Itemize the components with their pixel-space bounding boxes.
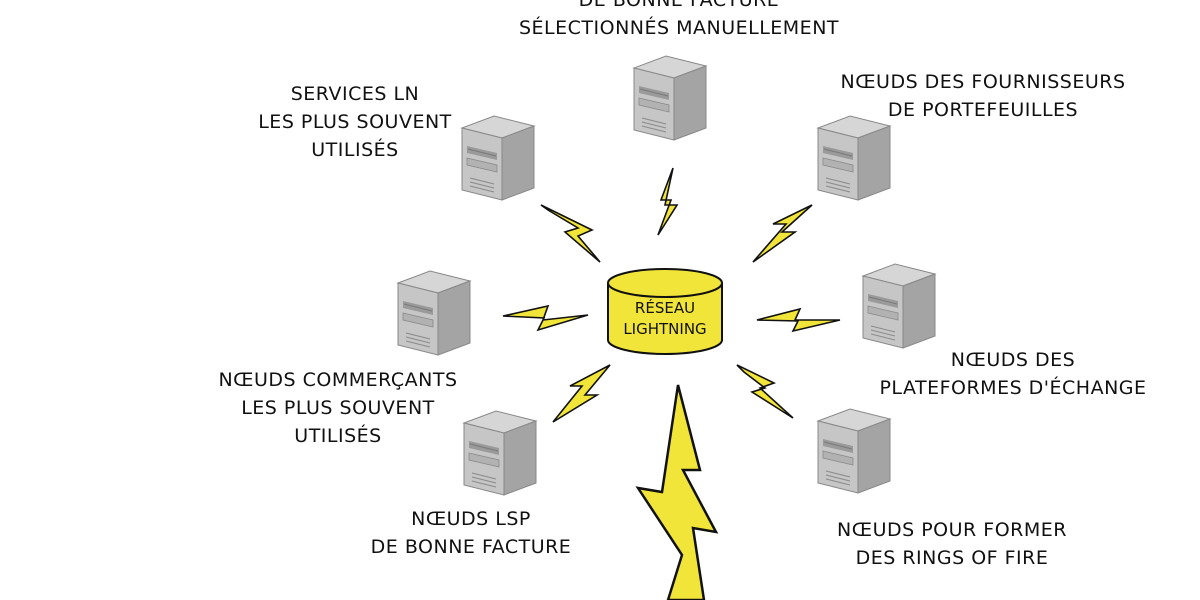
node-label-line: LES PLUS SOUVENT [258,111,452,133]
lightning-bolt-icon-services [540,204,601,263]
lightning-bolt-icon-exchanges [756,307,841,333]
node-label-line: PLATEFORMES D'ÉCHANGE [879,377,1147,399]
node-label-rings: NŒUDS POUR FORMER DES RINGS OF FIRE [837,516,1067,572]
server-icon-merchants [397,270,471,356]
node-label-line: NŒUDS COMMERÇANTS [218,369,458,391]
lightning-bolt-icon-rings [736,364,794,419]
center-label-line: RÉSEAU [634,299,696,317]
center-label: RÉSEAU LIGHTNING [623,298,706,340]
node-label-services: SERVICES LN LES PLUS SOUVENT UTILISÉS [258,80,452,164]
lightning-bolt-icon-wallets [752,204,813,263]
server-icon-lsp [463,410,537,496]
server-icon-wallets [817,115,891,201]
node-label-lsp: NŒUDS LSP DE BONNE FACTURE [371,505,572,561]
lightning-network-cylinder [607,268,723,355]
server-icon-services [461,115,535,201]
node-label-wallets: NŒUDS DES FOURNISSEURS DE PORTEFEUILLES [840,68,1125,124]
node-label-line: NŒUDS POUR FORMER [837,519,1067,541]
node-label-line: DES RINGS OF FIRE [855,547,1049,569]
lightning-bolt-icon-top [657,167,679,236]
node-label-line: SÉLECTIONNÉS MANUELLEMENT [518,17,840,39]
node-label-top: DE BONNE FACTURE SÉLECTIONNÉS MANUELLEME… [519,0,839,42]
node-label-line: NŒUDS DES FOURNISSEURS [840,71,1126,93]
large-lightning-bolt-icon [635,384,719,600]
lightning-bolt-icon-merchants [502,304,589,332]
node-label-line: NŒUDS DES [950,349,1076,371]
server-icon-rings [817,408,891,494]
center-label-line: LIGHTNING [623,320,707,338]
node-label-exchanges: NŒUDS DES PLATEFORMES D'ÉCHANGE [879,346,1146,402]
node-label-line: DE BONNE FACTURE [370,536,572,558]
node-label-line: UTILISÉS [311,139,399,161]
lightning-bolt-icon-lsp [552,364,611,423]
node-label-line: LES PLUS SOUVENT [241,397,435,419]
node-label-merchants: NŒUDS COMMERÇANTS LES PLUS SOUVENT UTILI… [218,366,457,450]
node-label-line: SERVICES LN [290,83,420,105]
server-icon-exchanges [862,263,936,349]
node-label-line: NŒUDS LSP [411,508,531,530]
node-label-line: DE BONNE FACTURE [578,0,780,11]
server-icon-top [633,55,707,141]
node-label-line: UTILISÉS [294,425,382,447]
node-label-line: DE PORTEFEUILLES [887,99,1079,121]
